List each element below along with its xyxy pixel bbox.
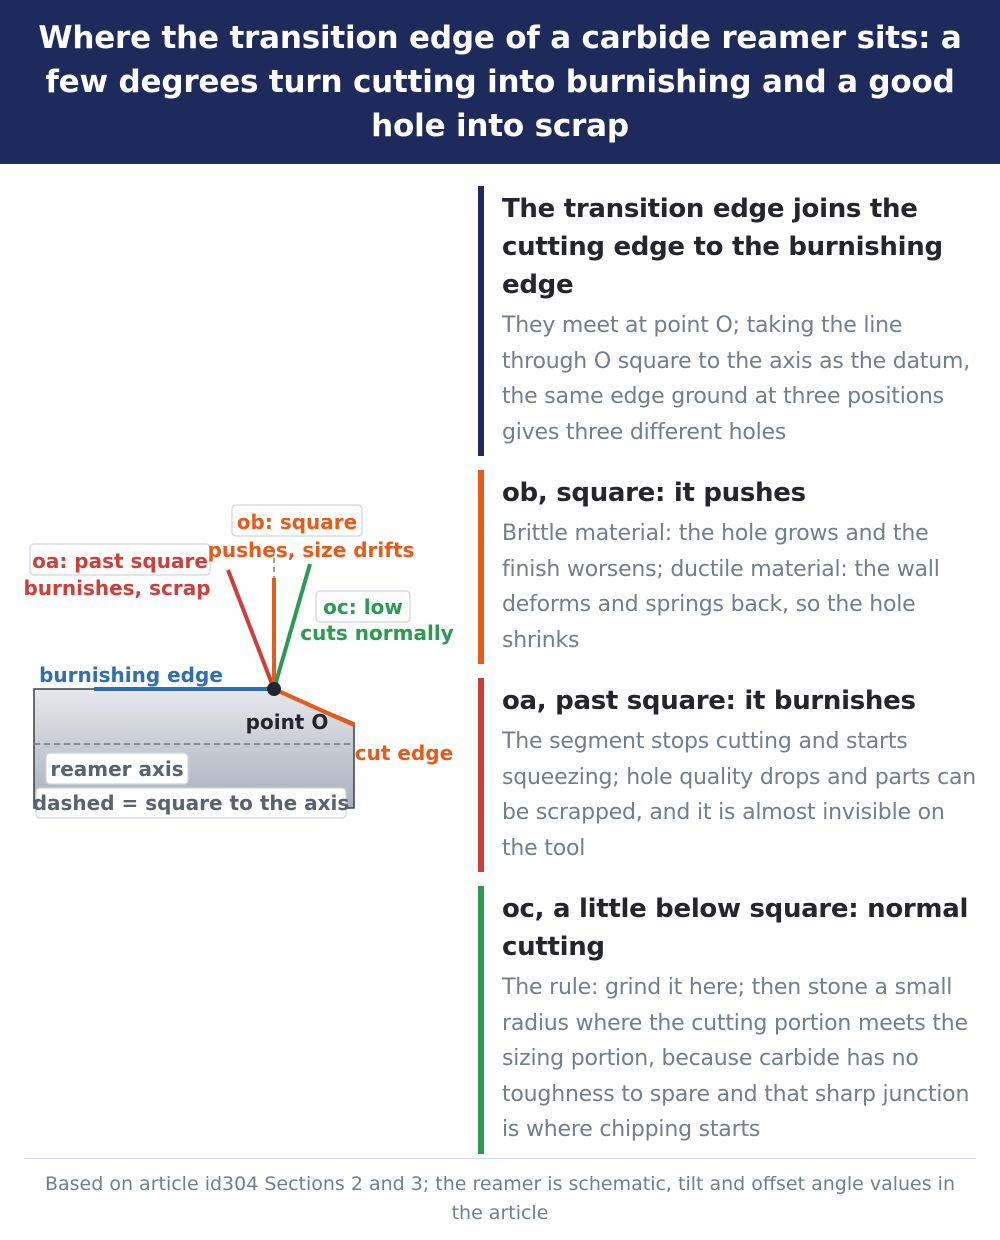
footer-divider bbox=[24, 1158, 976, 1159]
oa-label-2: burnishes, scrap bbox=[23, 576, 210, 600]
dashed-note-box bbox=[35, 787, 347, 819]
section-oc-below-square: oc, a little below square: normal cuttin… bbox=[478, 886, 983, 1154]
cut-edge-line bbox=[273, 687, 355, 727]
reamer-diagram: oa: past square burnishes, scrap ob: squ… bbox=[0, 490, 470, 830]
point-o-marker bbox=[267, 682, 281, 696]
title-banner: Where the transition edge of a carbide r… bbox=[0, 0, 1000, 164]
oc-label-1: oc: low bbox=[323, 595, 403, 619]
explanation-panel: The transition edge joins the cutting ed… bbox=[478, 186, 983, 1168]
burnishing-edge-label: burnishing edge bbox=[39, 663, 223, 687]
section-body: The rule: grind it here; then stone a sm… bbox=[502, 975, 970, 1142]
cut-edge-label: cut edge bbox=[355, 741, 453, 765]
reamer-axis-box bbox=[45, 752, 189, 785]
oc-line bbox=[272, 563, 312, 690]
reamer-diagram-svg: oa: past square burnishes, scrap ob: squ… bbox=[23, 504, 454, 819]
section-heading: The transition edge joins the cutting ed… bbox=[502, 194, 943, 300]
section-heading: ob, square: it pushes bbox=[502, 478, 806, 508]
section-body: The segment stops cutting and starts squ… bbox=[502, 729, 976, 861]
section-body: They meet at point O; taking the line th… bbox=[502, 313, 971, 445]
oa-line bbox=[226, 569, 276, 690]
section-heading: oc, a little below square: normal cuttin… bbox=[502, 894, 969, 962]
oa-label-box bbox=[29, 543, 211, 576]
reamer-axis-label: reamer axis bbox=[50, 757, 183, 781]
section-transition-edge: The transition edge joins the cutting ed… bbox=[478, 186, 983, 456]
ob-label-box bbox=[231, 504, 363, 537]
ob-label-1: ob: square bbox=[237, 510, 357, 534]
dashed-note-label: dashed = square to the axis bbox=[33, 791, 350, 815]
section-heading: oa, past square: it burnishes bbox=[502, 686, 916, 716]
point-o-label: point O bbox=[246, 710, 329, 734]
page-title: Where the transition edge of a carbide r… bbox=[38, 20, 962, 144]
oc-label-2: cuts normally bbox=[300, 621, 453, 645]
section-oa-past-square: oa, past square: it burnishes The segmen… bbox=[478, 678, 983, 872]
oc-label-box bbox=[315, 590, 411, 623]
source-note: Based on article id304 Sections 2 and 3;… bbox=[44, 1173, 955, 1224]
section-body: Brittle material: the hole grows and the… bbox=[502, 521, 940, 653]
oa-label-1: oa: past square bbox=[32, 549, 208, 573]
section-ob-square: ob, square: it pushes Brittle material: … bbox=[478, 470, 983, 664]
ob-label-2: pushes, size drifts bbox=[208, 538, 415, 562]
